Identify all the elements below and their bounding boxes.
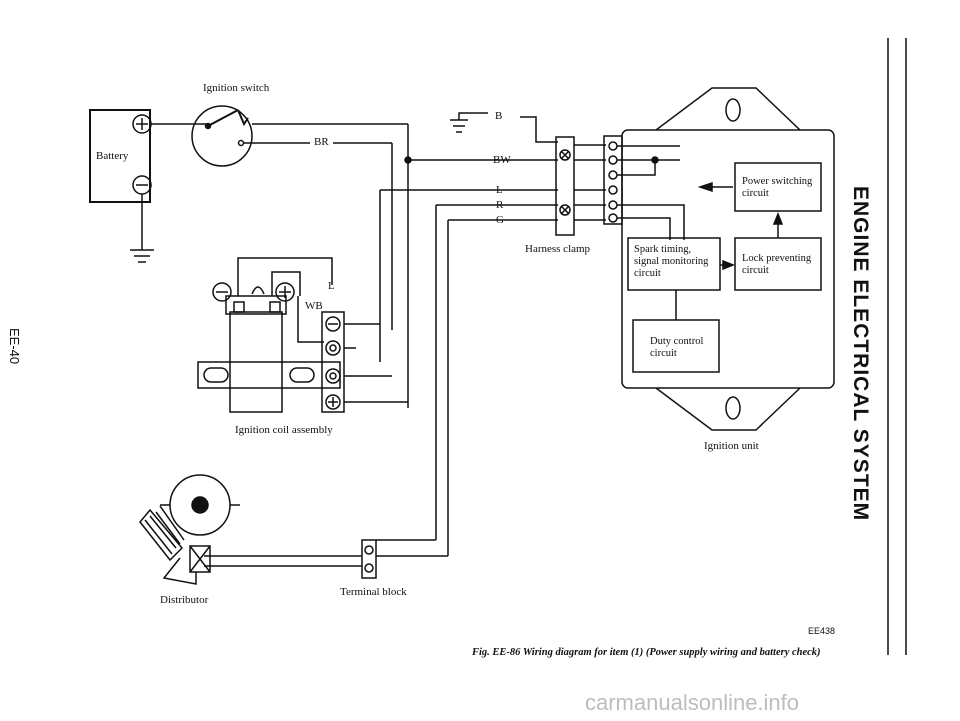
ignition-coil-assembly [197,257,408,413]
duty-control-circuit-label: Duty control circuit [650,336,704,359]
footer-watermark[interactable]: carmanualsonline.info [585,690,800,715]
wire-label-r: R [496,199,504,211]
page-number: EE-40 [7,328,22,365]
harness-clamp [555,136,606,236]
ignition-unit [621,87,835,431]
section-title: ENGINE ELECTRICAL SYSTEM [849,186,872,522]
wire-label-bw: BW [493,154,511,166]
battery [89,109,154,263]
figure-code: EE438 [808,626,836,636]
ignition-unit-label: Ignition unit [704,440,759,452]
battery-label: Battery [96,150,129,162]
distributor [139,474,240,585]
ground-icon [450,112,488,133]
ignition-switch-label: Ignition switch [203,82,270,94]
ignition-coil-assembly-label: Ignition coil assembly [235,424,333,436]
wire-label-l: L [496,184,503,196]
wire-label-br: BR [310,136,333,148]
ignition-unit-connector [603,135,685,240]
wire-label-l-coil: L [328,280,335,292]
wire-label-wb: WB [305,300,323,312]
wire-label-g: G [496,214,504,226]
figure-caption: Fig. EE-86 Wiring diagram for item (1) (… [472,647,821,658]
power-switching-circuit-label: Power switching circuit [742,176,813,199]
terminal-block-label: Terminal block [340,586,407,598]
wire-label-b: B [495,110,503,122]
distributor-label: Distributor [160,594,209,606]
ignition-switch [150,105,412,408]
terminal-block [204,539,448,579]
lock-preventing-circuit-label: Lock preventing circuit [742,253,812,276]
harness-clamp-label: Harness clamp [525,243,591,255]
ground-icon [130,249,154,263]
spark-timing-circuit-label: Spark timing, signal monitoring circuit [634,244,709,279]
